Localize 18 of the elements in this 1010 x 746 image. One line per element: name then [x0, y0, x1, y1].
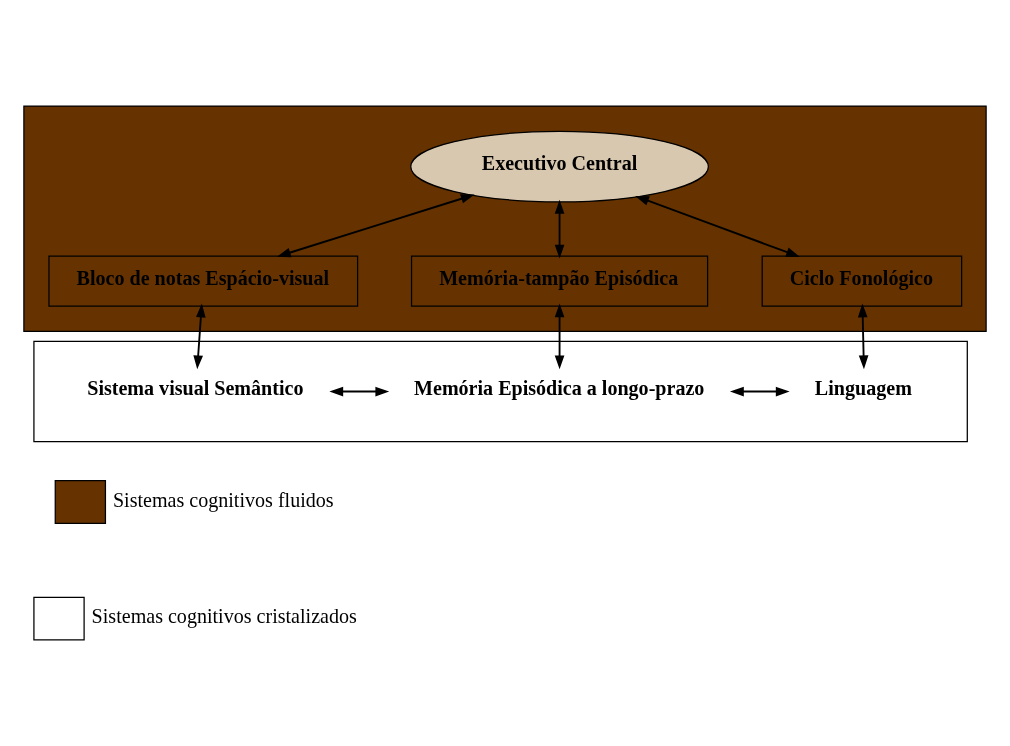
arrow: [193, 303, 206, 370]
arrow: [730, 386, 790, 397]
arrow: [635, 195, 800, 257]
node-box: Bloco de notas Espácio-visual: [48, 255, 359, 307]
legend-label: Sistemas cognitivos cristalizados: [91, 605, 357, 628]
legend-label: Sistemas cognitivos fluidos: [112, 488, 334, 511]
node-text: Sistema visual Semântico: [87, 377, 304, 400]
arrow: [857, 303, 869, 370]
arrow: [329, 386, 390, 397]
arrow: [554, 303, 565, 370]
node-text: Linguagem: [814, 377, 912, 400]
node-box: Ciclo Fonológico: [761, 255, 963, 307]
node-box: Memória-tampão Episódica: [410, 255, 709, 307]
cluster: [23, 105, 987, 332]
arrow: [276, 194, 475, 258]
node-text: Memória Episódica a longo-prazo: [414, 377, 705, 400]
arrow: [554, 199, 565, 259]
cluster: [33, 340, 968, 443]
